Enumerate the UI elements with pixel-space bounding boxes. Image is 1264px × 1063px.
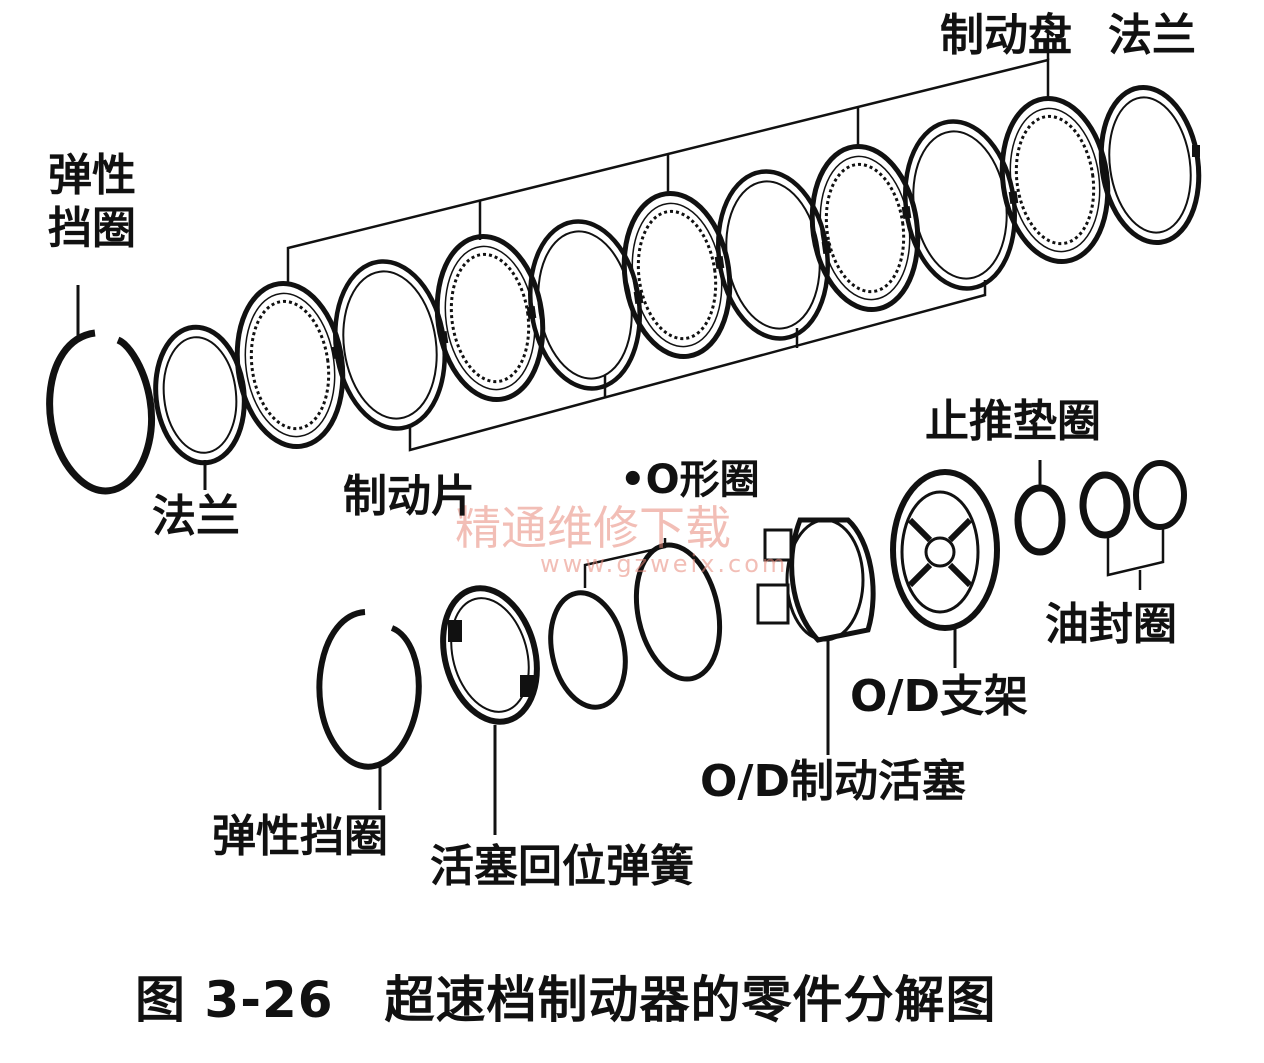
label-piston-return-spring: 活塞回位弹簧	[430, 841, 694, 892]
oil-seal-ring-leader	[1106, 528, 1165, 577]
snap-ring-bottom	[316, 609, 422, 770]
watermark-url: www.gzweix.com	[540, 550, 789, 578]
label-o-ring: •O形圈	[620, 457, 760, 503]
label-thrust-washer: 止推垫圈	[925, 396, 1101, 447]
label-brake-plate: 制动片	[343, 471, 475, 522]
label-snap-ring-top: 弹性 挡圈	[48, 150, 136, 254]
oil-seal-ring-1	[1079, 471, 1131, 539]
o-ring-leader	[583, 538, 667, 588]
label-brake-disc: 制动盘	[940, 10, 1072, 61]
label-od-brake-piston: O/D制动活塞	[700, 756, 966, 807]
oil-seal-ring-2	[1133, 460, 1187, 530]
label-snap-ring-bottom: 弹性挡圈	[212, 811, 388, 862]
od-support	[890, 469, 1000, 631]
watermark-cn: 精通维修下载	[455, 501, 731, 555]
snap-ring-top	[46, 329, 155, 495]
od-brake-piston	[756, 517, 876, 643]
label-od-support: O/D支架	[850, 671, 1028, 722]
label-flange-top-right: 法兰	[1108, 10, 1196, 61]
o-ring-small	[548, 590, 628, 710]
thrust-washer	[1014, 484, 1066, 556]
brake-plate-1	[227, 277, 353, 454]
flange-right-ring	[1098, 84, 1202, 246]
brake-plate-leader-top	[286, 30, 1050, 285]
piston-return-spring	[440, 585, 540, 725]
figure-caption: 图 3-26 超速档制动器的零件分解图	[135, 971, 997, 1029]
label-flange-left: 法兰	[152, 491, 240, 542]
label-oil-seal-ring: 油封圈	[1045, 599, 1177, 650]
brake-disc-leader-bottom	[408, 280, 987, 452]
